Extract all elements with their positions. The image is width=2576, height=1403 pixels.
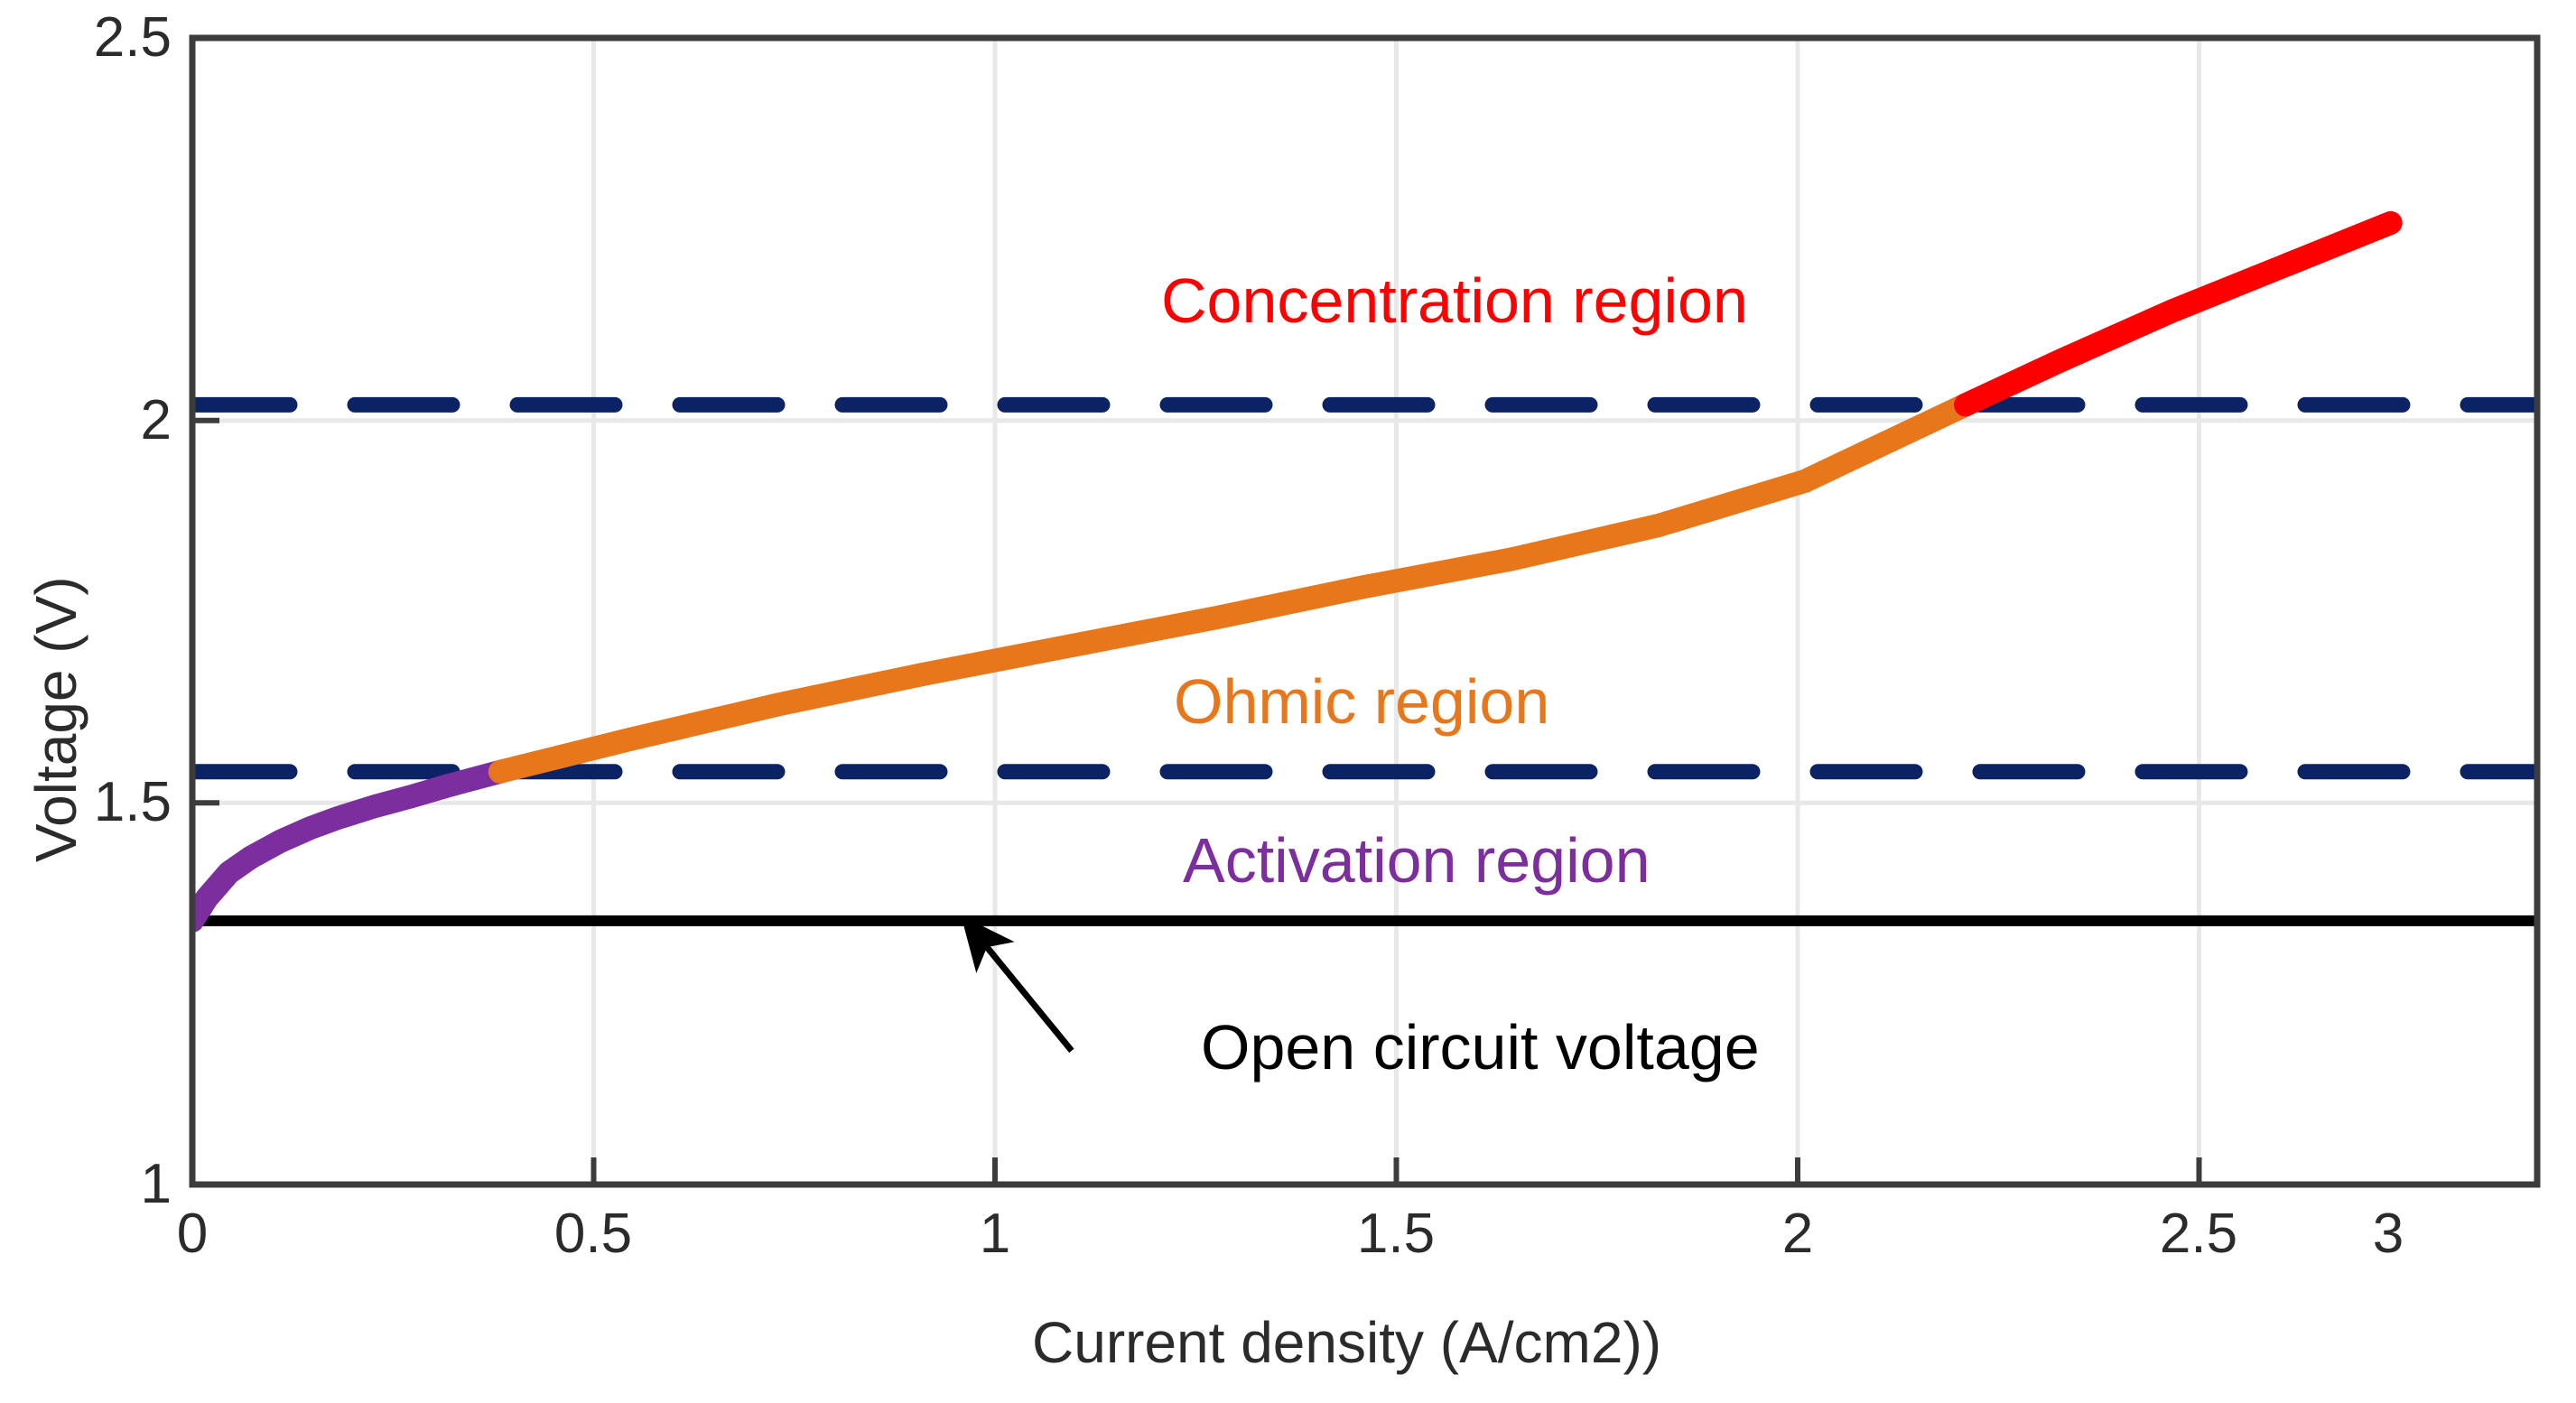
curve-concentration-region-line (1953, 210, 2403, 417)
y-tick-label-2-5: 2.5 (93, 6, 172, 69)
x-tick-label-2: 2 (1781, 1203, 1814, 1265)
grid-vertical (591, 38, 2201, 1185)
grid-horizontal (192, 418, 2537, 805)
x-tick-label-0-5: 0.5 (553, 1203, 633, 1265)
y-tick-label-1: 1 (140, 1153, 172, 1215)
plot-background (192, 38, 2537, 1185)
y-tick-label-2: 2 (140, 389, 172, 451)
x-tick-label-2-5: 2.5 (2159, 1203, 2238, 1265)
axis-frame (189, 34, 2541, 1188)
x-tick-label-1-5: 1.5 (1356, 1203, 1436, 1265)
y-axis-title: Voltage (V) (23, 576, 88, 862)
axis-ticks (192, 417, 2202, 1185)
curve-ohmic-region-line (488, 393, 1977, 784)
y-tick-label-1-5: 1.5 (93, 771, 172, 833)
x-tick-label-0: 0 (176, 1203, 209, 1265)
x-tick-label-3: 3 (2372, 1203, 2404, 1265)
open-circuit-voltage-label: Open circuit voltage (1201, 1012, 1760, 1082)
x-axis-title: Current density (A/cm2)) (1032, 1310, 1662, 1375)
x-tick-label-1: 1 (979, 1203, 1011, 1265)
ohmic-region-label: Ohmic region (1174, 666, 1550, 737)
curve-activation-region-line (192, 759, 512, 933)
activation-region-label: Activation region (1183, 825, 1651, 896)
open-circuit-voltage-arrow (961, 915, 1074, 1054)
concentration-region-label: Concentration region (1161, 265, 1748, 336)
